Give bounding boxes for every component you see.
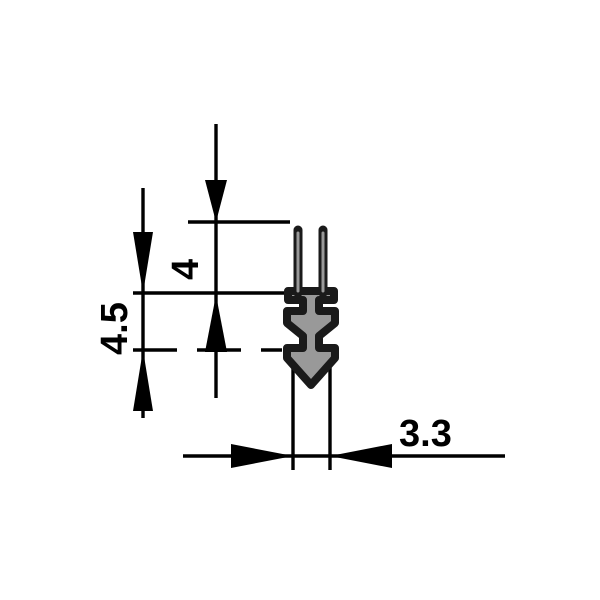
dimension-3-3-arrow-left — [231, 444, 293, 468]
dimension-3-3-label: 3.3 — [399, 413, 452, 455]
dimension-4-5-arrow-bottom — [133, 350, 153, 411]
dimension-4-5-label: 4.5 — [94, 302, 136, 355]
seal-profile — [283, 225, 339, 389]
dimension-4: 4 — [165, 124, 227, 398]
dimension-4-arrow-top — [205, 180, 227, 222]
dimension-3-3: 3.3 — [183, 413, 505, 468]
profile-extension-lines-group — [291, 352, 332, 470]
dimension-3-3-arrow-right — [330, 444, 392, 468]
dimension-4-arrow-bottom — [205, 295, 227, 352]
dimension-4-5: 4.5 — [94, 188, 153, 418]
dimension-4-5-arrow-top — [133, 232, 153, 293]
dimension-4-label: 4 — [165, 259, 207, 280]
profile-anchor-body — [283, 287, 339, 389]
